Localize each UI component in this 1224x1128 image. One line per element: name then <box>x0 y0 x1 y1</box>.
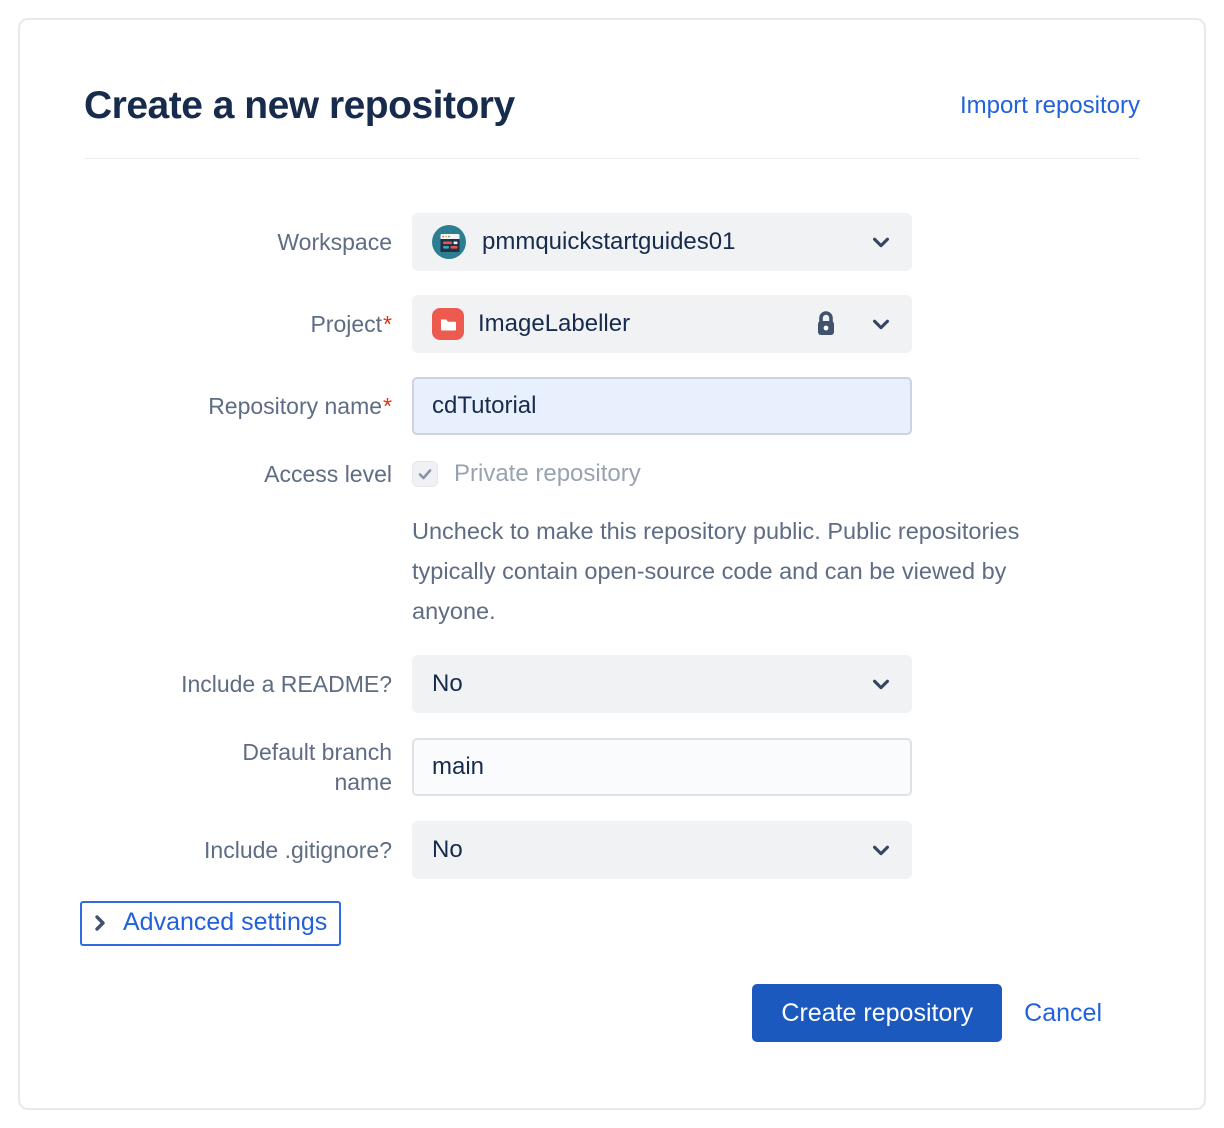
dialog-header: Create a new repository Import repositor… <box>84 84 1140 128</box>
repository-name-input[interactable] <box>412 377 912 435</box>
chevron-down-icon <box>873 319 889 330</box>
default-branch-row: Default branch name <box>84 737 1140 797</box>
default-branch-label: Default branch name <box>242 739 392 795</box>
dialog-actions: Create repository Cancel <box>84 984 1140 1042</box>
chevron-down-icon <box>873 237 889 248</box>
include-readme-row: Include a README? No <box>84 655 1140 713</box>
include-gitignore-value: No <box>432 836 463 863</box>
required-asterisk: * <box>383 393 392 419</box>
create-repository-dialog: Create a new repository Import repositor… <box>18 18 1206 1110</box>
include-gitignore-select[interactable]: No <box>412 821 912 879</box>
import-repository-link[interactable]: Import repository <box>959 92 1140 119</box>
project-value: ImageLabeller <box>478 310 631 337</box>
cancel-button[interactable]: Cancel <box>1024 998 1102 1027</box>
advanced-settings-label: Advanced settings <box>123 908 328 936</box>
project-row: Project* ImageLabeller <box>84 295 1140 353</box>
include-readme-label: Include a README? <box>181 671 392 697</box>
required-asterisk: * <box>383 311 392 337</box>
include-readme-value: No <box>432 670 463 697</box>
access-level-label: Access level <box>264 461 392 487</box>
workspace-value: pmmquickstartguides01 <box>482 228 736 255</box>
workspace-select[interactable]: pmmquickstartguides01 <box>412 213 912 271</box>
project-label: Project* <box>310 311 392 337</box>
project-avatar-icon <box>432 308 464 340</box>
default-branch-input[interactable] <box>412 738 912 796</box>
header-divider <box>84 158 1140 159</box>
workspace-row: Workspace <box>84 213 1140 271</box>
lock-icon <box>818 311 834 335</box>
include-gitignore-row: Include .gitignore? No <box>84 821 1140 879</box>
checkmark-icon <box>418 469 432 480</box>
repository-name-label: Repository name* <box>208 393 392 419</box>
create-repository-button[interactable]: Create repository <box>752 984 1003 1042</box>
chevron-down-icon <box>873 845 889 856</box>
private-repository-label: Private repository <box>454 460 641 487</box>
private-repository-checkbox[interactable] <box>412 461 438 487</box>
advanced-settings-toggle[interactable]: Advanced settings <box>80 901 342 946</box>
workspace-avatar-icon <box>432 225 466 259</box>
chevron-down-icon <box>873 679 889 690</box>
include-gitignore-label: Include .gitignore? <box>204 837 392 863</box>
include-readme-select[interactable]: No <box>412 655 912 713</box>
chevron-right-icon <box>95 914 105 931</box>
access-level-row: Access level Private repository <box>84 459 1140 489</box>
workspace-label: Workspace <box>277 229 392 255</box>
project-select[interactable]: ImageLabeller <box>412 295 912 353</box>
access-level-help-text: Uncheck to make this repository public. … <box>412 518 1020 624</box>
repository-name-row: Repository name* <box>84 377 1140 435</box>
page-title: Create a new repository <box>84 84 515 127</box>
